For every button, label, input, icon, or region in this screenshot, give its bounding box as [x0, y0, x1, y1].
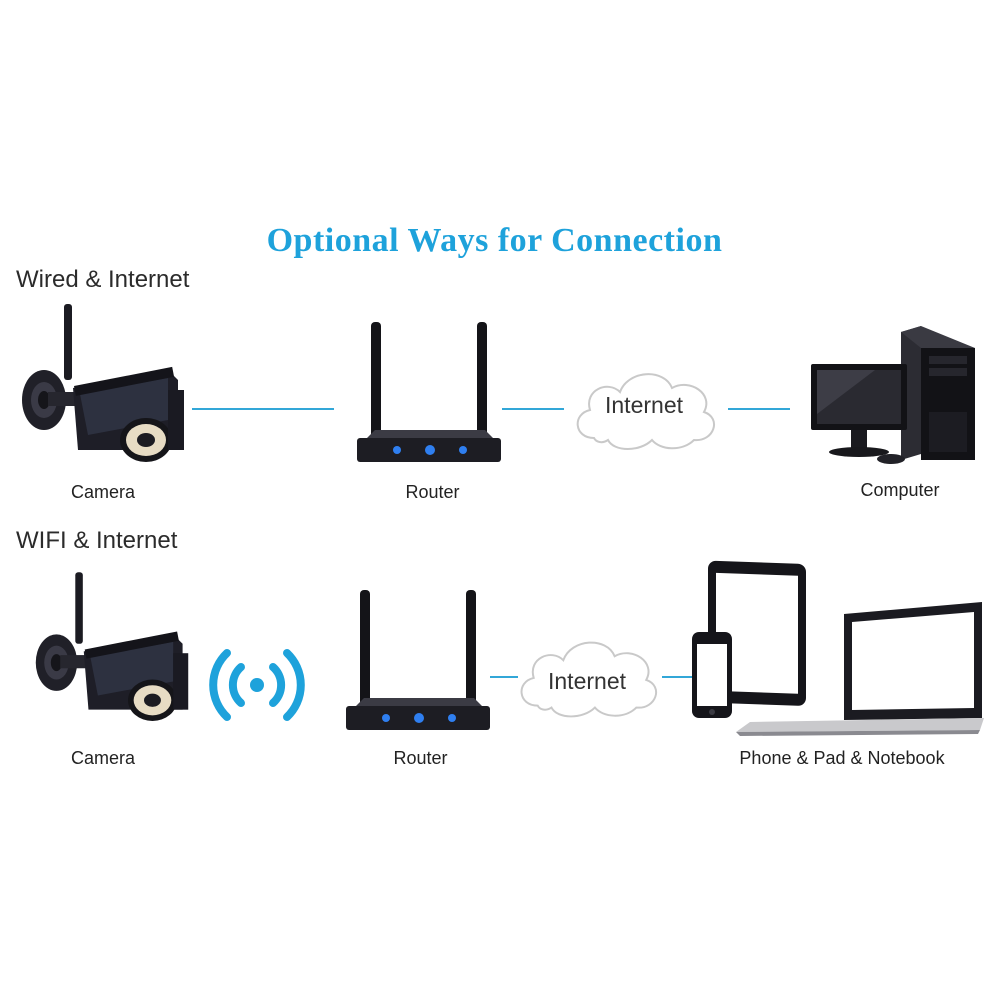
connection-line [662, 676, 694, 678]
router-icon [344, 586, 494, 736]
devices-caption: Phone & Pad & Notebook [739, 748, 945, 768]
cloud-label: Internet [548, 668, 626, 694]
wifi-signal-icon [207, 645, 307, 725]
camera-icon [32, 566, 192, 731]
camera-caption: Camera [70, 482, 136, 502]
connection-line [728, 408, 790, 410]
desktop-computer-icon [805, 326, 980, 466]
row-label-wifi: WIFI & Internet [16, 527, 178, 554]
camera-caption: Camera [70, 748, 136, 768]
phone-pad-notebook-icon [690, 558, 988, 738]
computer-caption: Computer [860, 480, 940, 500]
cloud-icon [568, 360, 720, 452]
camera-icon [18, 300, 188, 470]
diagram-title: Optional Ways for Connection [266, 222, 723, 259]
connection-line [192, 408, 334, 410]
cloud-icon [512, 628, 662, 720]
connection-line [490, 676, 518, 678]
router-caption: Router [393, 748, 448, 768]
connection-line [502, 408, 564, 410]
cloud-label: Internet [605, 392, 683, 418]
router-icon [355, 318, 505, 468]
row-label-wired: Wired & Internet [16, 266, 190, 293]
router-caption: Router [405, 482, 460, 502]
